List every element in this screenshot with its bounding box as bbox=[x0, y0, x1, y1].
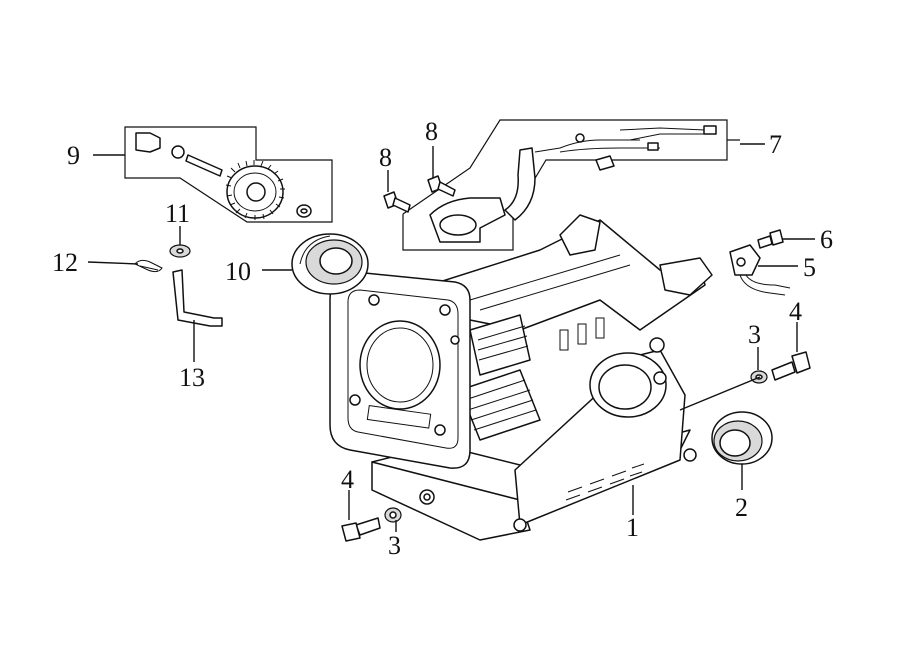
callout-7: 7 bbox=[769, 130, 782, 159]
bolt-bottom bbox=[341, 517, 381, 542]
breather-tube-assembly bbox=[429, 125, 717, 243]
frame-slots bbox=[559, 317, 605, 351]
bolt-right bbox=[771, 351, 811, 381]
oil-seal bbox=[711, 411, 773, 465]
callout-3-right: 3 bbox=[748, 320, 761, 349]
breather-bolt-left bbox=[383, 191, 411, 213]
callout-labels: 1 2 3 3 4 4 5 6 7 8 8 9 10 11 12 13 bbox=[52, 117, 833, 560]
callout-10: 10 bbox=[225, 257, 251, 286]
governor-gear bbox=[225, 160, 285, 220]
callout-1: 1 bbox=[626, 513, 639, 542]
callout-12: 12 bbox=[52, 248, 78, 277]
governor-assembly-box bbox=[124, 126, 333, 223]
cooling-fins bbox=[459, 314, 541, 441]
callout-4-right: 4 bbox=[789, 297, 802, 326]
callout-8-right: 8 bbox=[425, 117, 438, 146]
governor-arm-shaft bbox=[172, 269, 223, 327]
callout-6: 6 bbox=[820, 225, 833, 254]
governor-gear-assembly bbox=[135, 132, 312, 220]
breather-bolt-right bbox=[427, 175, 456, 197]
callout-9: 9 bbox=[67, 141, 80, 170]
switch-bolt bbox=[757, 229, 784, 249]
leader-lines bbox=[87, 143, 815, 532]
crankcase bbox=[329, 214, 713, 541]
side-slots bbox=[565, 463, 645, 501]
callout-3-bottom: 3 bbox=[388, 531, 401, 560]
callout-8-left: 8 bbox=[379, 143, 392, 172]
callout-5: 5 bbox=[803, 253, 816, 282]
governor-washer bbox=[169, 244, 191, 258]
governor-clip bbox=[134, 259, 163, 273]
oil-alert-switch bbox=[729, 244, 791, 296]
callout-13: 13 bbox=[179, 363, 205, 392]
head-bolt-holes bbox=[349, 294, 460, 436]
callout-11: 11 bbox=[165, 199, 190, 228]
callout-4-bottom: 4 bbox=[341, 465, 354, 494]
washer-bottom bbox=[384, 507, 402, 523]
callout-2: 2 bbox=[735, 493, 748, 522]
ball-bearing bbox=[291, 233, 369, 295]
